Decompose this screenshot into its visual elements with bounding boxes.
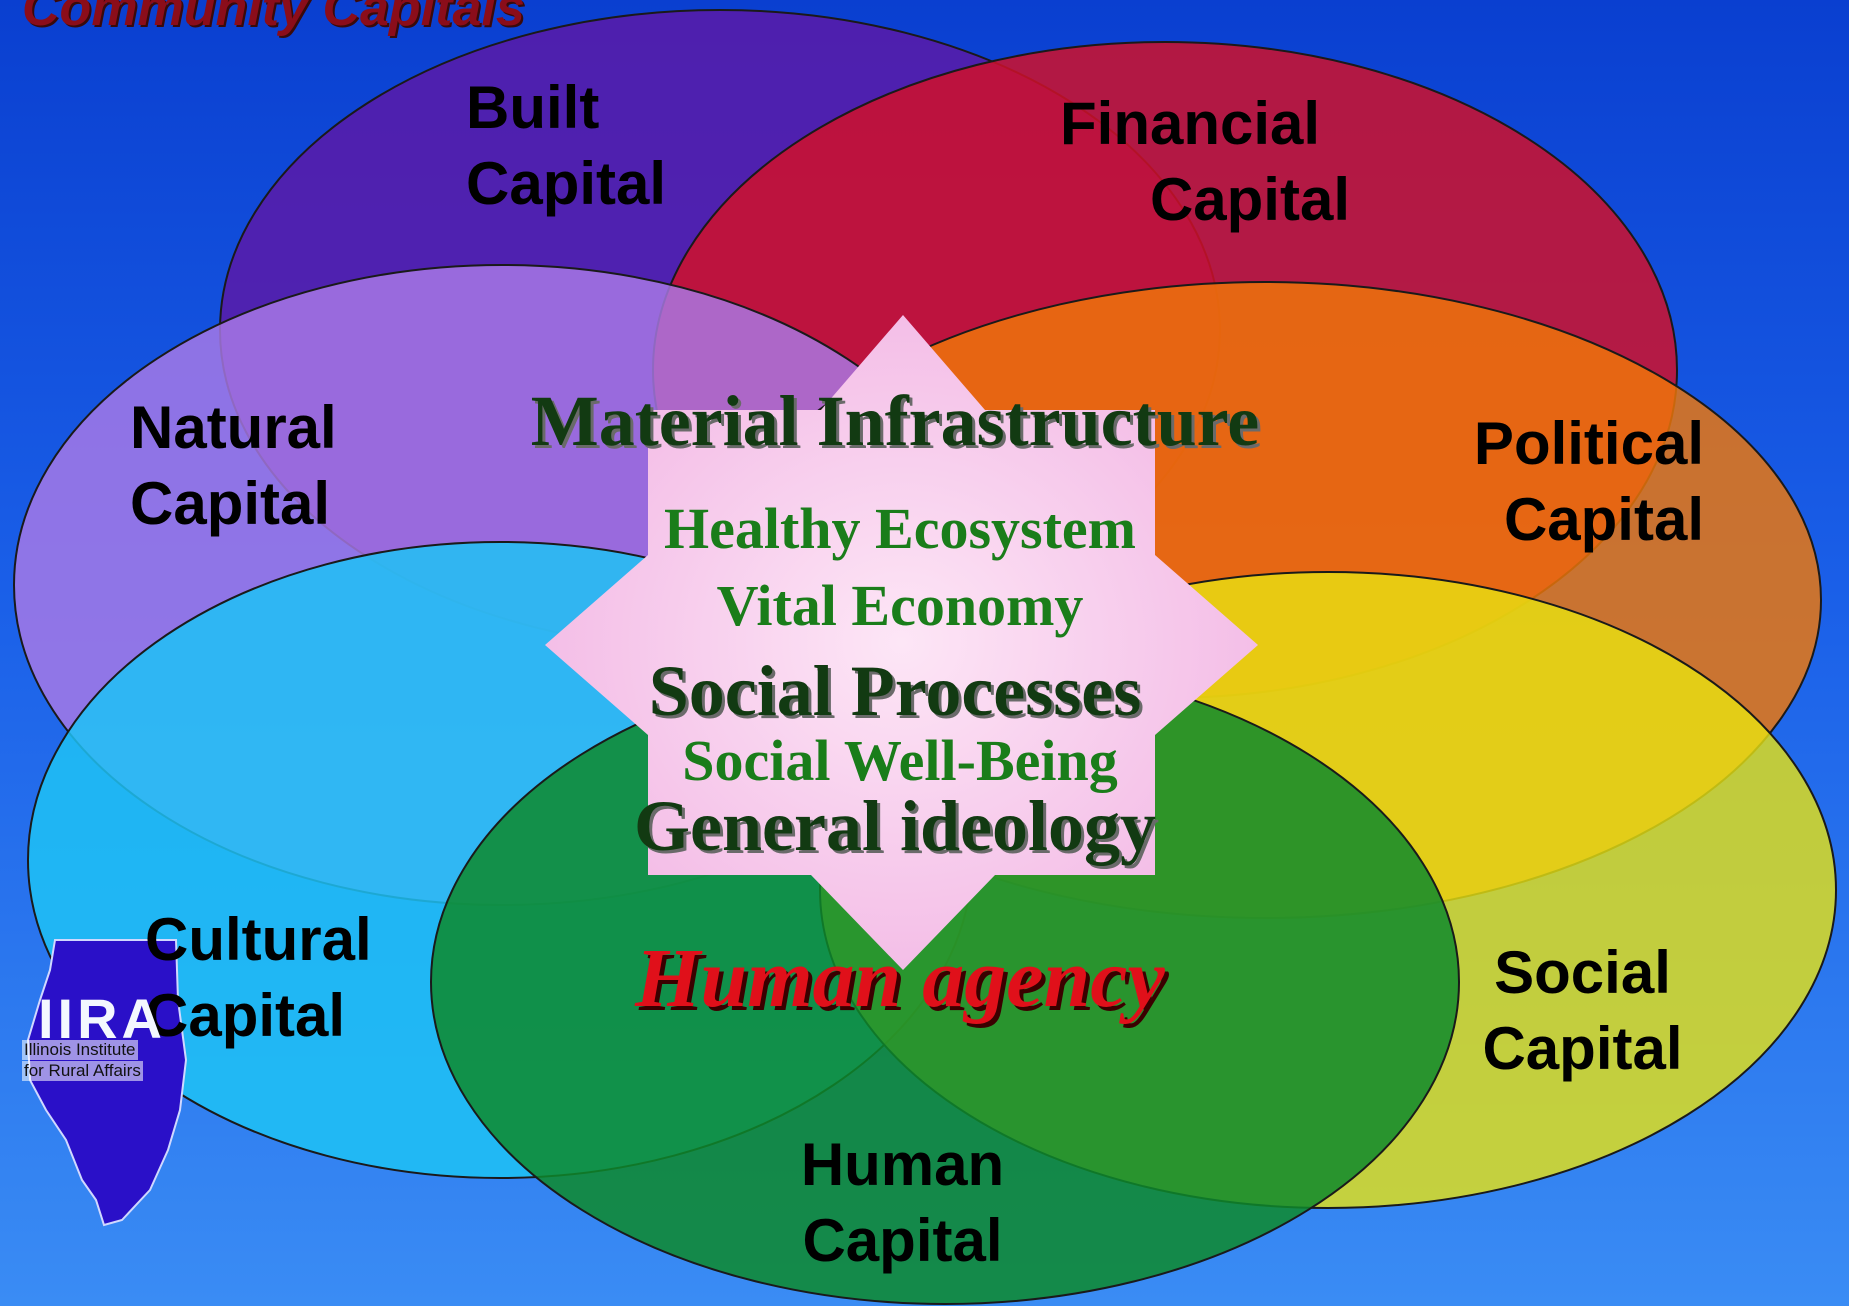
human-capital-line2: Capital bbox=[802, 1207, 1003, 1274]
material-infrastructure-text: Material Infrastructure bbox=[530, 381, 1260, 461]
financial-capital-label: Financial Capital bbox=[1060, 86, 1350, 238]
page-title: Community Capitals bbox=[22, 0, 525, 37]
political-capital-label: Political Capital bbox=[1460, 406, 1704, 558]
logo-abbreviation: IIRA bbox=[38, 987, 166, 1050]
social-well-being-text: Social Well-Being bbox=[682, 728, 1118, 793]
social-processes-text: Social Processes bbox=[648, 651, 1142, 731]
illinois-state-shape bbox=[26, 939, 188, 1227]
built-capital-label: Built Capital bbox=[466, 70, 666, 222]
vital-economy-text: Vital Economy bbox=[716, 573, 1084, 638]
human-capital-label: Human Capital bbox=[795, 1127, 1010, 1279]
natural-capital-line1: Natural bbox=[130, 394, 337, 461]
built-capital-line1: Built bbox=[466, 74, 600, 141]
center-star bbox=[545, 315, 1258, 970]
human-agency-text: Human agency bbox=[635, 932, 1165, 1025]
social-capital-line1: Social bbox=[1494, 939, 1671, 1006]
logo-line-2: for Rural Affairs bbox=[22, 1061, 143, 1081]
political-capital-line1: Political bbox=[1473, 410, 1704, 477]
cultural-capital-line1: Cultural bbox=[145, 906, 372, 973]
social-capital-line2: Capital bbox=[1482, 1015, 1683, 1082]
cultural-capital-label: Cultural Capital bbox=[145, 902, 372, 1054]
natural-capital-label: Natural Capital bbox=[130, 390, 337, 542]
built-capital-line2: Capital bbox=[466, 150, 667, 217]
natural-capital-line2: Capital bbox=[130, 470, 331, 537]
illinois-logo bbox=[26, 939, 188, 1227]
financial-capital-line2: Capital bbox=[1149, 166, 1350, 233]
political-capital-line2: Capital bbox=[1503, 486, 1704, 553]
financial-capital-line1: Financial bbox=[1060, 90, 1321, 157]
cultural-capital-line2: Capital bbox=[145, 982, 346, 1049]
social-capital-label: Social Capital bbox=[1475, 935, 1690, 1087]
general-ideology-text: General ideology bbox=[634, 786, 1156, 866]
healthy-ecosystem-text: Healthy Ecosystem bbox=[664, 496, 1136, 561]
logo-line-1: Illinois Institute bbox=[22, 1040, 138, 1060]
human-capital-line1: Human bbox=[800, 1131, 1005, 1198]
